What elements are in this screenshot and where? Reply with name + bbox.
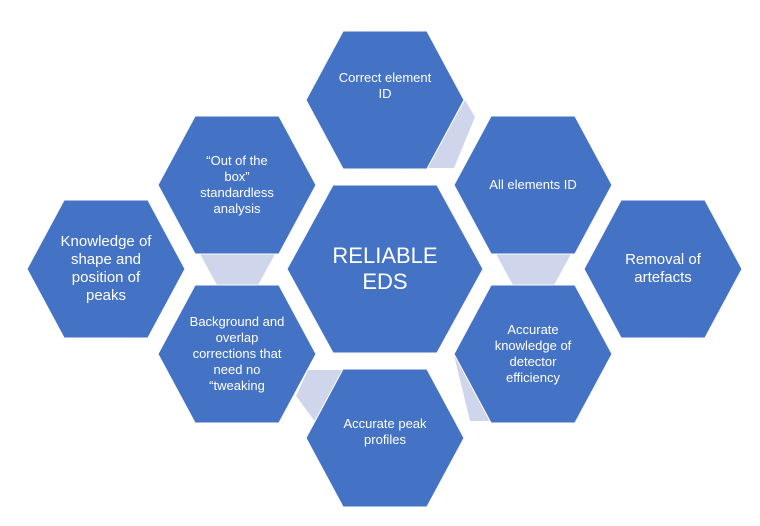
label-line: position of [71, 269, 141, 286]
hexagon-out-of-the-box [157, 115, 317, 255]
label-line: artefacts [634, 269, 692, 286]
label-all-elements-id: All elements ID [468, 116, 598, 254]
hexagon-detector-efficiency [453, 284, 613, 424]
connector-out-of-the-box-to-background-overlap [200, 254, 275, 285]
connector-all-elements-id-to-detector-efficiency [496, 254, 571, 285]
label-line: EDS [362, 269, 408, 294]
label-line: Removal of [625, 251, 701, 268]
label-line: Background and [189, 314, 285, 330]
label-line: overlap [215, 330, 259, 346]
label-line: profiles [364, 432, 406, 447]
connector-background-overlap-to-accurate-peak-profiles [296, 370, 346, 423]
label-line: “tweaking [209, 377, 265, 393]
hexagon-removal-of-artefacts [583, 199, 743, 339]
label-line: Correct element [338, 70, 432, 86]
hexagon-knowledge-of-peaks [26, 199, 186, 339]
label-line: Accurate peak [343, 416, 427, 432]
label-text: All elements ID [489, 177, 576, 193]
label-line: All elements ID [489, 177, 577, 193]
label-line: need no [213, 361, 261, 377]
label-line: efficiency [506, 369, 560, 385]
label-line: “Out of the [206, 153, 268, 169]
label-line: Knowledge of [60, 233, 152, 250]
label-line: analysis [213, 200, 261, 216]
label-line: Accurate [507, 322, 559, 338]
hexagon-all-elements-id [453, 115, 613, 255]
hexagon-correct-element-id [305, 30, 465, 170]
hexagon-accurate-peak-profiles [305, 368, 465, 508]
hexagons [26, 30, 743, 508]
label-line: detector [509, 354, 557, 369]
label-line: box” [224, 169, 250, 185]
hexagon-background-overlap [157, 284, 317, 424]
label-line: knowledge of [494, 338, 572, 354]
label-line: corrections that [192, 346, 282, 362]
label-line: ID [378, 86, 392, 101]
connector-correct-element-id-to-all-elements-id [427, 100, 475, 168]
center-hexagon [286, 184, 484, 354]
label-line: standardless [200, 185, 274, 200]
label-line: peaks [85, 287, 127, 304]
label-line: RELIABLE [332, 242, 438, 268]
label-line: shape and [70, 251, 142, 268]
